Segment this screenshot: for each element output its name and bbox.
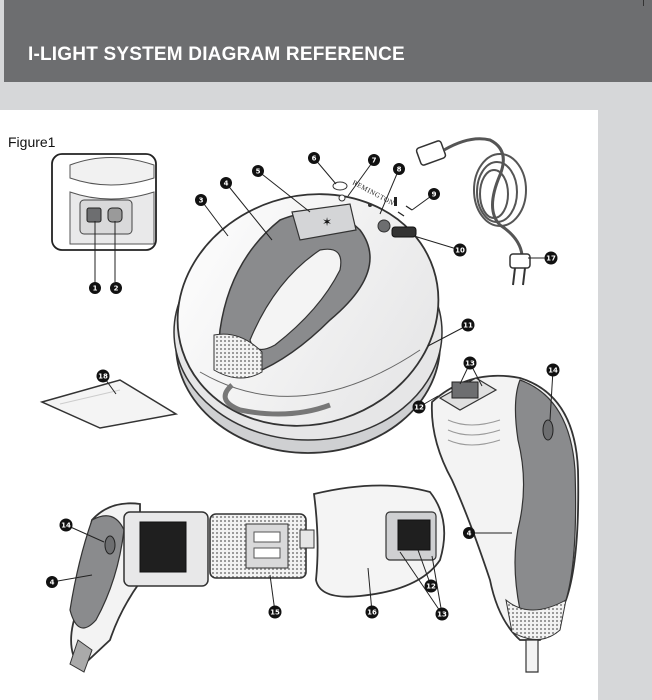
power-cord bbox=[415, 137, 531, 286]
callout-1: 1 bbox=[89, 282, 101, 294]
base-unit: ✶ REMINGTON bbox=[173, 179, 443, 454]
callout-13-bottom: 13 bbox=[435, 607, 449, 621]
svg-text:9: 9 bbox=[432, 191, 437, 199]
cleaning-cloth bbox=[39, 379, 179, 429]
svg-text:4: 4 bbox=[224, 180, 229, 188]
callout-4-right: 4 bbox=[463, 527, 475, 539]
svg-text:12: 12 bbox=[426, 583, 436, 591]
svg-text:17: 17 bbox=[546, 255, 556, 263]
callout-10: 10 bbox=[453, 243, 467, 257]
svg-text:5: 5 bbox=[256, 168, 261, 176]
svg-text:3: 3 bbox=[199, 197, 204, 205]
svg-text:2: 2 bbox=[114, 285, 119, 293]
callout-4-base: 4 bbox=[220, 177, 232, 189]
callout-5: 5 bbox=[252, 165, 264, 177]
inset-detail bbox=[51, 153, 157, 282]
svg-text:16: 16 bbox=[367, 609, 377, 617]
svg-text:4: 4 bbox=[467, 530, 472, 538]
svg-text:6: 6 bbox=[312, 155, 317, 163]
callout-14-left: 14 bbox=[59, 518, 73, 532]
right-margin-strip bbox=[598, 110, 652, 700]
svg-text:4: 4 bbox=[50, 579, 55, 587]
page-edge-mark bbox=[643, 0, 644, 6]
callout-17: 17 bbox=[544, 251, 558, 265]
lamp-cartridge bbox=[209, 513, 315, 579]
flash-icon: ✶ bbox=[322, 215, 332, 229]
header-bar: I-LIGHT SYSTEM DIAGRAM REFERENCE bbox=[0, 0, 652, 82]
svg-text:13: 13 bbox=[437, 611, 447, 619]
callout-4-left: 4 bbox=[46, 576, 58, 588]
header: I-LIGHT SYSTEM DIAGRAM REFERENCE bbox=[0, 0, 652, 82]
svg-text:8: 8 bbox=[397, 166, 402, 174]
callout-13-right: 13 bbox=[463, 356, 477, 370]
power-switch-icon bbox=[86, 207, 102, 223]
svg-text:14: 14 bbox=[61, 522, 71, 530]
handset-open bbox=[69, 502, 209, 673]
handset-right bbox=[430, 374, 580, 673]
svg-text:15: 15 bbox=[270, 609, 280, 617]
callout-12-bottom: 12 bbox=[424, 579, 438, 593]
svg-text:18: 18 bbox=[98, 373, 108, 381]
callout-9: 9 bbox=[428, 188, 440, 200]
callout-15: 15 bbox=[268, 605, 282, 619]
callout-2: 2 bbox=[110, 282, 122, 294]
callout-14-right: 14 bbox=[546, 363, 560, 377]
svg-text:14: 14 bbox=[548, 367, 558, 375]
power-socket-icon bbox=[107, 207, 123, 223]
figure-label: Figure1 bbox=[8, 134, 56, 150]
svg-text:10: 10 bbox=[455, 247, 465, 255]
callout-7: 7 bbox=[368, 154, 380, 166]
svg-text:12: 12 bbox=[414, 404, 424, 412]
callout-18: 18 bbox=[96, 369, 110, 383]
callout-16: 16 bbox=[365, 605, 379, 619]
callout-6: 6 bbox=[308, 152, 320, 164]
callout-8: 8 bbox=[393, 163, 405, 175]
svg-text:11: 11 bbox=[463, 322, 473, 330]
callout-3: 3 bbox=[195, 194, 207, 206]
lamp-cover bbox=[313, 484, 446, 598]
svg-text:1: 1 bbox=[93, 285, 98, 293]
callout-11: 11 bbox=[461, 318, 475, 332]
svg-text:7: 7 bbox=[372, 157, 377, 165]
page-title: I-LIGHT SYSTEM DIAGRAM REFERENCE bbox=[28, 44, 405, 65]
callout-12-right: 12 bbox=[412, 400, 426, 414]
svg-text:13: 13 bbox=[465, 360, 475, 368]
